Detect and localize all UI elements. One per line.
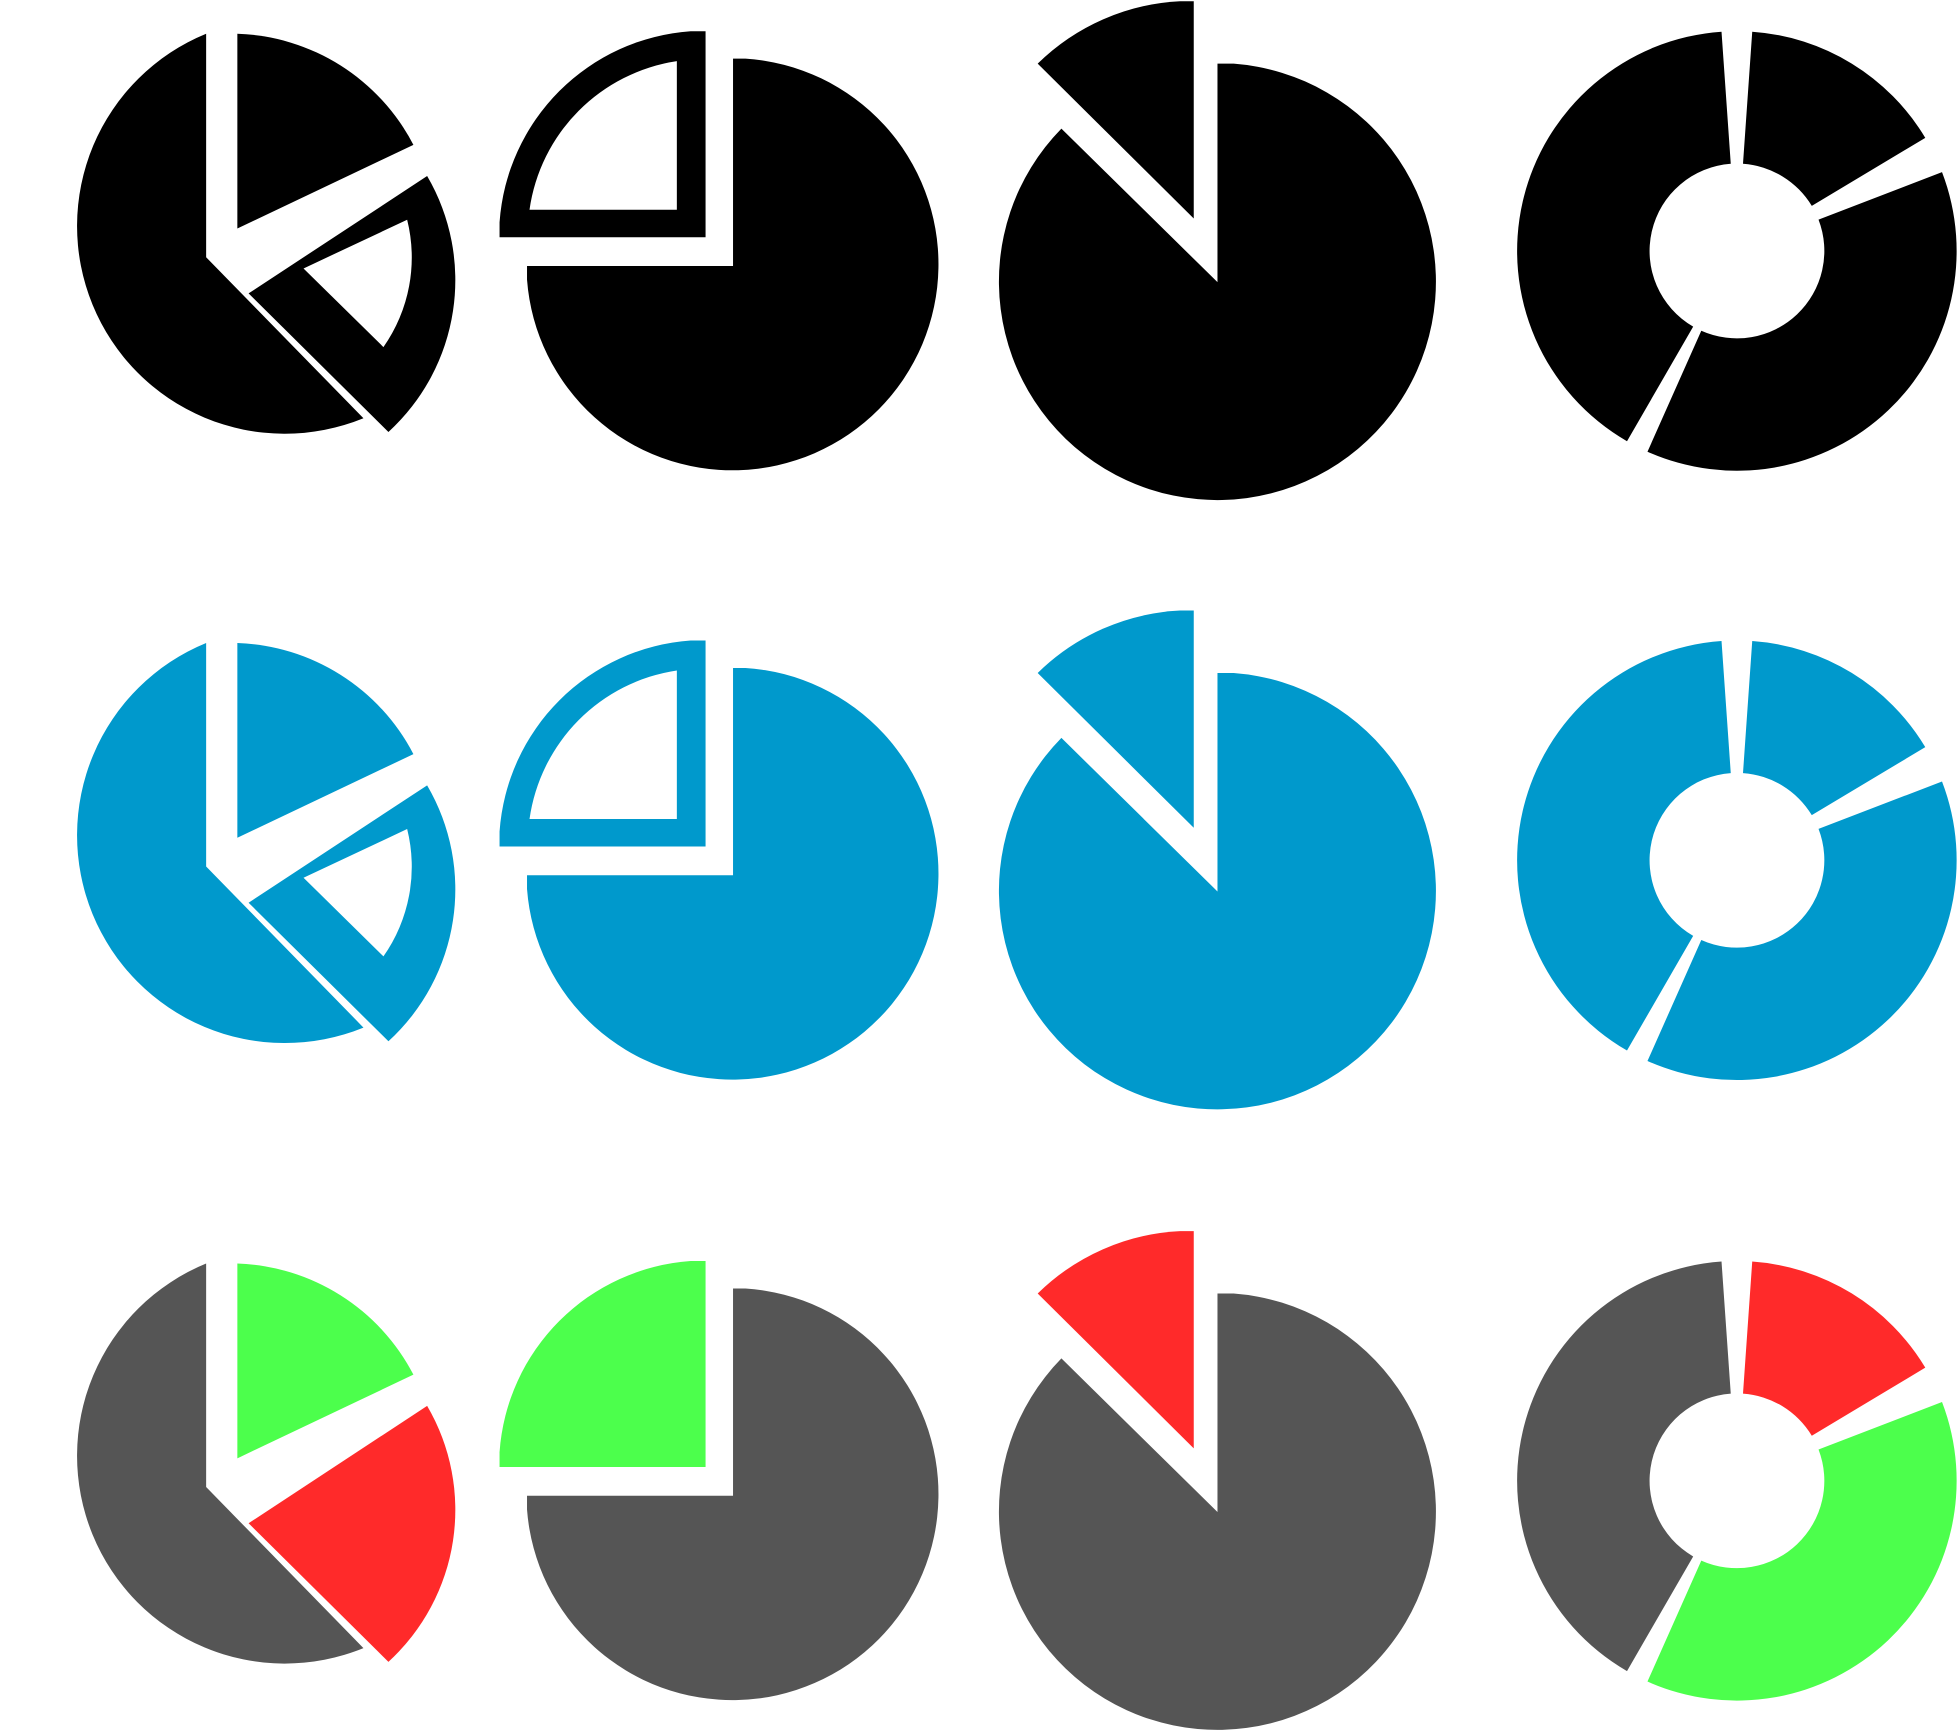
donut-segment-top-right <box>1742 1261 1926 1436</box>
pie-slice-large <box>527 1288 939 1701</box>
pie-slice-side <box>248 176 456 433</box>
pie-chart-eighth-icon <box>998 1 1436 501</box>
pie-slice-large <box>77 643 364 1044</box>
pie-slice-eighth <box>1037 1231 1194 1449</box>
pie-slice-eighth <box>1037 1 1194 219</box>
pie-slice-quarter <box>499 31 706 238</box>
icon-row-blue-icons <box>77 610 1957 1110</box>
pie-slice-top <box>237 643 414 838</box>
donut-chart-icon <box>1517 641 1957 1081</box>
pie-chart-eighth-icon <box>998 1231 1436 1730</box>
icon-row-colored-icons <box>77 1231 1957 1730</box>
pie-chart-three-slice-icon <box>77 643 456 1044</box>
pie-slice-eighth <box>1037 610 1194 828</box>
pie-slice-large <box>77 1263 364 1664</box>
pie-slice-quarter <box>499 1261 706 1468</box>
donut-segment-left <box>1517 31 1731 442</box>
pie-slice-large <box>998 672 1436 1110</box>
pie-slice-side <box>248 785 456 1042</box>
pie-chart-three-slice-icon <box>77 1263 456 1664</box>
donut-chart-icon <box>1517 31 1957 471</box>
donut-segment-left <box>1517 1261 1731 1672</box>
icon-row-black-icons <box>77 1 1957 501</box>
donut-chart-icon <box>1517 1261 1957 1701</box>
pie-slice-top <box>237 1263 414 1459</box>
donut-segment-right <box>1647 781 1957 1081</box>
pie-slice-large <box>527 58 939 471</box>
pie-chart-quarter-icon <box>499 1261 939 1701</box>
pie-slice-large <box>998 63 1436 501</box>
pie-slice-top <box>237 33 414 229</box>
pie-slice-large <box>77 33 364 434</box>
donut-segment-right <box>1647 1402 1957 1701</box>
pie-chart-quarter-icon <box>499 640 939 1080</box>
pie-slice-side <box>248 1405 456 1662</box>
pie-chart-quarter-icon <box>499 31 939 471</box>
pie-slice-quarter <box>499 640 706 847</box>
pie-slice-large <box>998 1293 1436 1730</box>
donut-segment-top-right <box>1742 641 1926 816</box>
pie-chart-eighth-icon <box>998 610 1436 1110</box>
donut-segment-right <box>1647 172 1957 471</box>
pie-slice-large <box>527 667 939 1080</box>
pie-chart-three-slice-icon <box>77 33 456 434</box>
donut-segment-top-right <box>1742 31 1926 206</box>
donut-segment-left <box>1517 641 1731 1051</box>
